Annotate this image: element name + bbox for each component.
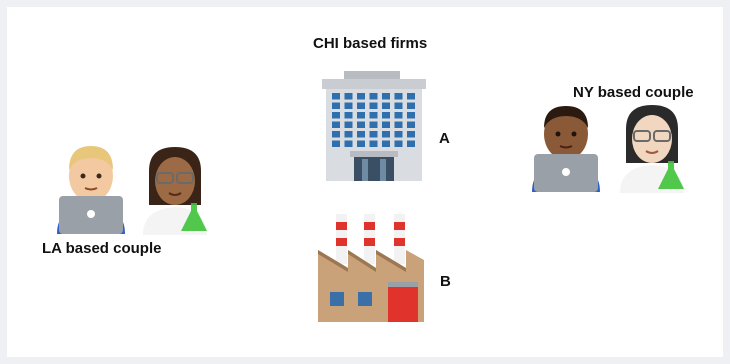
office-building-icon <box>318 69 430 183</box>
ny-scientist-icon <box>612 103 692 193</box>
factory-icon <box>314 210 428 322</box>
ny-technologist-icon <box>526 102 606 192</box>
slide: CHI based firms A <box>7 7 723 357</box>
ny-couple-label: NY based couple <box>573 84 694 101</box>
la-scientist-icon <box>135 145 215 235</box>
chi-firms-title: CHI based firms <box>313 35 428 52</box>
firm-b-label: B <box>440 273 451 290</box>
firm-a-label: A <box>439 130 450 147</box>
la-technologist-icon <box>51 142 131 234</box>
la-couple-label: LA based couple <box>42 240 162 257</box>
